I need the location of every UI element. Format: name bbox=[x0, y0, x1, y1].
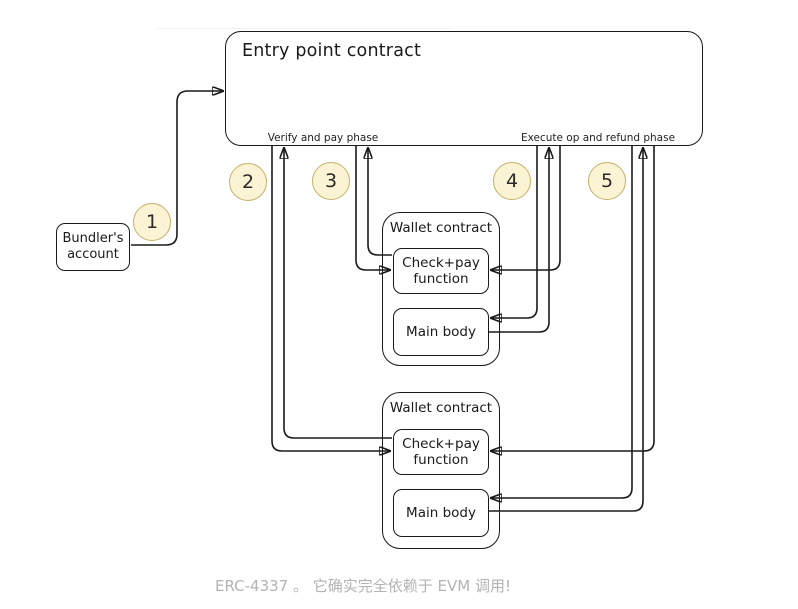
wallet-1-main-body-label: Main body bbox=[406, 323, 476, 340]
entry-point-contract-box: Entry point contract Verify and pay phas… bbox=[225, 31, 703, 146]
wallet-contract-box-1: Wallet contract Check+pay function Main … bbox=[382, 212, 500, 366]
step-badge-3: 3 bbox=[312, 162, 350, 200]
wallet-2-main-body-box: Main body bbox=[393, 489, 489, 537]
wallet-1-main-body-box: Main body bbox=[393, 308, 489, 356]
figure-caption: ERC-4337 。 它确实完全依赖于 EVM 调用! bbox=[215, 577, 511, 595]
bundler-account-box: Bundler's account bbox=[56, 223, 130, 271]
top-hairline bbox=[157, 28, 450, 29]
arrow-step5-wallet2-mainbody-to-entry bbox=[488, 148, 643, 512]
wallet-2-check-pay-line2: function bbox=[413, 452, 469, 468]
verify-phase-label: Verify and pay phase bbox=[267, 132, 379, 144]
wallet-1-check-pay-line1: Check+pay bbox=[402, 254, 480, 271]
bundler-label-line2: account bbox=[67, 247, 119, 262]
wallet-2-main-body-label: Main body bbox=[406, 504, 476, 521]
execute-phase-label: Execute op and refund phase bbox=[520, 132, 676, 144]
entry-point-title: Entry point contract bbox=[242, 41, 421, 61]
wallet-1-check-pay-line2: function bbox=[413, 271, 469, 287]
wallet-contract-box-2: Wallet contract Check+pay function Main … bbox=[382, 392, 500, 549]
wallet-2-title: Wallet contract bbox=[389, 400, 493, 416]
wallet-1-check-pay-function-box: Check+pay function bbox=[393, 248, 489, 294]
step-badge-5: 5 bbox=[588, 162, 626, 200]
wallet-2-check-pay-line1: Check+pay bbox=[402, 435, 480, 452]
step-badge-1: 1 bbox=[133, 203, 171, 241]
bundler-label-line1: Bundler's bbox=[62, 230, 124, 246]
step-badge-2: 2 bbox=[229, 163, 267, 201]
wallet-1-title: Wallet contract bbox=[389, 220, 493, 236]
step-badge-4: 4 bbox=[493, 162, 531, 200]
wallet-2-check-pay-function-box: Check+pay function bbox=[393, 429, 489, 475]
